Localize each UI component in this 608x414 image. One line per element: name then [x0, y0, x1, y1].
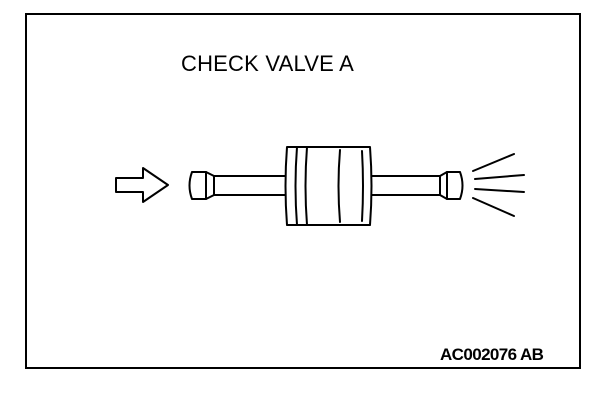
spray-lines-icon [472, 153, 525, 217]
figure-reference-code: AC002076 AB [440, 345, 544, 364]
figure-title: CHECK VALVE A [181, 51, 354, 76]
check-valve-icon [188, 146, 464, 226]
outline-arrow-right-icon [115, 167, 169, 203]
